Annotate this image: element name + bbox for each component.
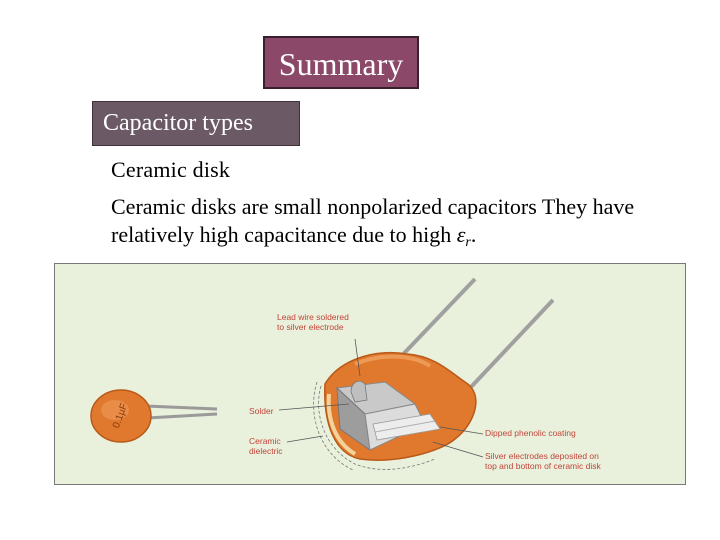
small-disk-capacitor: 0.1µF: [90, 389, 218, 443]
section-heading: Ceramic disk: [111, 157, 231, 182]
label-electrodes-line2: top and bottom of ceramic disk: [485, 461, 601, 471]
capacitor-illustration: 0.1µF: [90, 277, 555, 471]
label-lead-wire-line1: Lead wire soldered: [277, 312, 349, 322]
epsilon-subscript: r: [465, 235, 471, 250]
slide-title: Summary: [263, 36, 419, 89]
label-lead-wire: Lead wire soldered to silver electrode: [277, 312, 349, 332]
label-ceramic-dielectric: Ceramic dielectric: [249, 436, 283, 456]
body-paragraph: Ceramic disks are small nonpolarized cap…: [111, 193, 671, 257]
body-text: Ceramic disks are small nonpolarized cap…: [111, 194, 635, 247]
label-ceramic-line1: Ceramic: [249, 436, 281, 446]
epsilon-symbol: ε: [456, 222, 466, 247]
label-coating: Dipped phenolic coating: [485, 428, 576, 438]
label-solder: Solder: [249, 406, 274, 416]
label-electrodes-line1: Silver electrodes deposited on: [485, 451, 599, 461]
slide-subtitle: Capacitor types: [92, 101, 300, 146]
epsilon-end: .: [470, 222, 477, 247]
cutaway-capacitor: [313, 352, 477, 471]
leader-lines: [278, 338, 484, 458]
label-lead-wire-line2: to silver electrode: [277, 322, 344, 332]
label-silver-electrodes: Silver electrodes deposited on top and b…: [485, 451, 601, 471]
ceramic-capacitor-figure: 0.1µF: [54, 263, 686, 485]
label-ceramic-line2: dielectric: [249, 446, 283, 456]
